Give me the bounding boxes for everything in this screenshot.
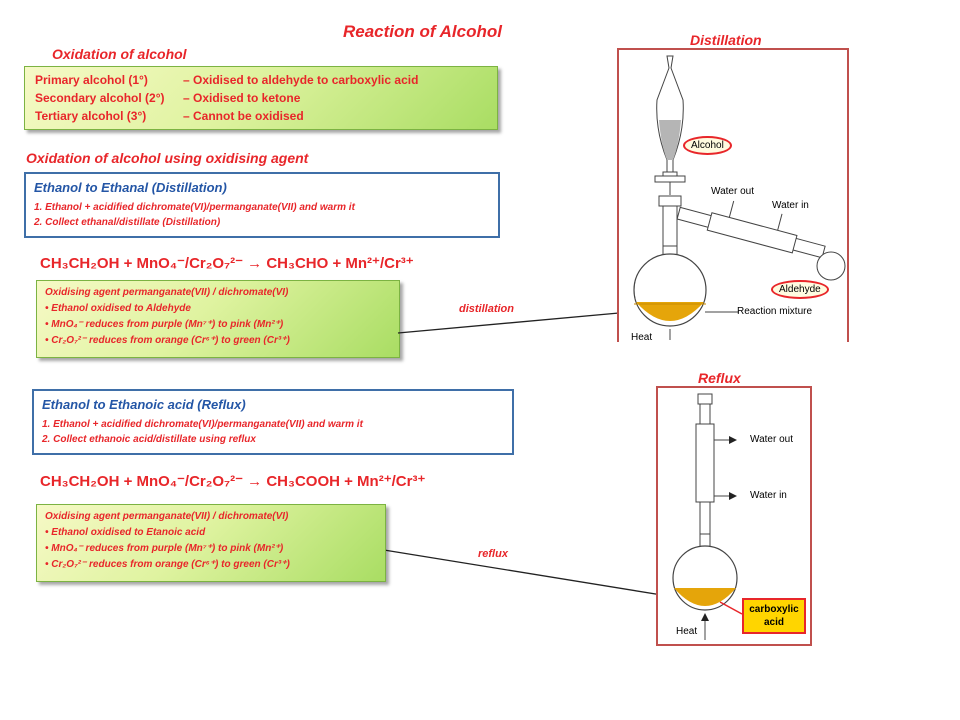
reflux-box: Ethanol to Ethanoic acid (Reflux) 1. Eth… bbox=[32, 389, 514, 455]
distillation-box-title: Ethanol to Ethanal (Distillation) bbox=[34, 180, 227, 195]
distillation-step-2: 2. Collect ethanal/distillate (Distillat… bbox=[34, 217, 221, 228]
equation-2-lhs: CH₃CH₂OH + MnO₄⁻/Cr₂O₇²⁻ bbox=[40, 473, 243, 490]
note-1-box: Oxidising agent permanganate(VII) / dich… bbox=[36, 280, 400, 358]
equation-2-arrow: → bbox=[247, 473, 263, 490]
note-1-line-1: • Ethanol oxidised to Aldehyde bbox=[45, 303, 191, 314]
equation-1-arrow: → bbox=[247, 255, 263, 272]
page-title: Reaction of Alcohol bbox=[343, 22, 502, 41]
equation-2-rhs: CH₃COOH + Mn²⁺/Cr³⁺ bbox=[266, 473, 426, 490]
note-2-line-2: • MnO₄⁻ reduces from purple (Mn⁷⁺) to pi… bbox=[45, 543, 284, 554]
distillation-apparatus bbox=[633, 55, 846, 340]
secondary-alcohol-result: – Oxidised to ketone bbox=[183, 91, 301, 105]
equation-1: CH₃CH₂OH + MnO₄⁻/Cr₂O₇²⁻ → CH₃CHO + Mn²⁺… bbox=[40, 254, 414, 272]
distillation-diagram: Alcohol Water out Water in Aldehyde Reac… bbox=[617, 48, 849, 342]
carboxylic-acid-label: carboxylic acid bbox=[742, 598, 806, 634]
note-2-line-1: • Ethanol oxidised to Etanoic acid bbox=[45, 527, 206, 538]
distillation-diagram-title: Distillation bbox=[690, 32, 762, 48]
equation-1-lhs: CH₃CH₂OH + MnO₄⁻/Cr₂O₇²⁻ bbox=[40, 255, 243, 272]
reflux-step-1: 1. Ethanol + acidified dichromate(VI)/pe… bbox=[42, 419, 363, 430]
secondary-alcohol-label: Secondary alcohol (2°) bbox=[35, 91, 165, 105]
distillation-arrow-label: distillation bbox=[459, 303, 514, 315]
equation-1-rhs: CH₃CHO + Mn²⁺/Cr³⁺ bbox=[266, 255, 414, 272]
reaction-mixture-label: Reaction mixture bbox=[737, 306, 813, 317]
reflux-diagram: Water out Water in Heat carboxylic acid bbox=[656, 386, 812, 646]
oxidation-box: Primary alcohol (1°) – Oxidised to aldeh… bbox=[24, 66, 498, 130]
tertiary-alcohol-label: Tertiary alcohol (3°) bbox=[35, 109, 147, 123]
reflux-water-in-label: Water in bbox=[750, 490, 787, 501]
reflux-water-out-label: Water out bbox=[750, 434, 793, 445]
primary-alcohol-label: Primary alcohol (1°) bbox=[35, 73, 148, 87]
distillation-box: Ethanol to Ethanal (Distillation) 1. Eth… bbox=[24, 172, 500, 238]
reflux-step-2: 2. Collect ethanoic acid/distillate usin… bbox=[42, 434, 256, 445]
aldehyde-label: Aldehyde bbox=[771, 280, 829, 299]
note-1-line-3: • Cr₂O₇²⁻ reduces from orange (Cr⁶⁺) to … bbox=[45, 335, 290, 346]
note-2-title: Oxidising agent permanganate(VII) / dich… bbox=[45, 511, 289, 522]
reflux-arrow-label: reflux bbox=[478, 548, 508, 560]
distillation-step-1: 1. Ethanol + acidified dichromate(VI)/pe… bbox=[34, 202, 355, 213]
reflux-heat-label: Heat bbox=[676, 626, 698, 637]
agent-heading: Oxidation of alcohol using oxidising age… bbox=[26, 150, 309, 166]
equation-2: CH₃CH₂OH + MnO₄⁻/Cr₂O₇²⁻ → CH₃COOH + Mn²… bbox=[40, 472, 425, 490]
note-2-box: Oxidising agent permanganate(VII) / dich… bbox=[36, 504, 386, 582]
water-in-label: Water in bbox=[772, 200, 809, 211]
reflux-diagram-title: Reflux bbox=[698, 370, 741, 386]
note-1-line-2: • MnO₄⁻ reduces from purple (Mn⁷⁺) to pi… bbox=[45, 319, 284, 330]
reflux-box-title: Ethanol to Ethanoic acid (Reflux) bbox=[42, 397, 246, 412]
primary-alcohol-result: – Oxidised to aldehyde to carboxylic aci… bbox=[183, 73, 419, 87]
water-out-label: Water out bbox=[711, 186, 754, 197]
note-1-title: Oxidising agent permanganate(VII) / dich… bbox=[45, 287, 289, 298]
oxidation-heading: Oxidation of alcohol bbox=[52, 46, 187, 62]
heat-label-1: Heat bbox=[631, 332, 653, 342]
tertiary-alcohol-result: – Cannot be oxidised bbox=[183, 109, 304, 123]
reflux-apparatus bbox=[672, 393, 743, 640]
alcohol-label: Alcohol bbox=[683, 136, 732, 155]
note-2-line-3: • Cr₂O₇²⁻ reduces from orange (Cr⁶⁺) to … bbox=[45, 559, 290, 570]
